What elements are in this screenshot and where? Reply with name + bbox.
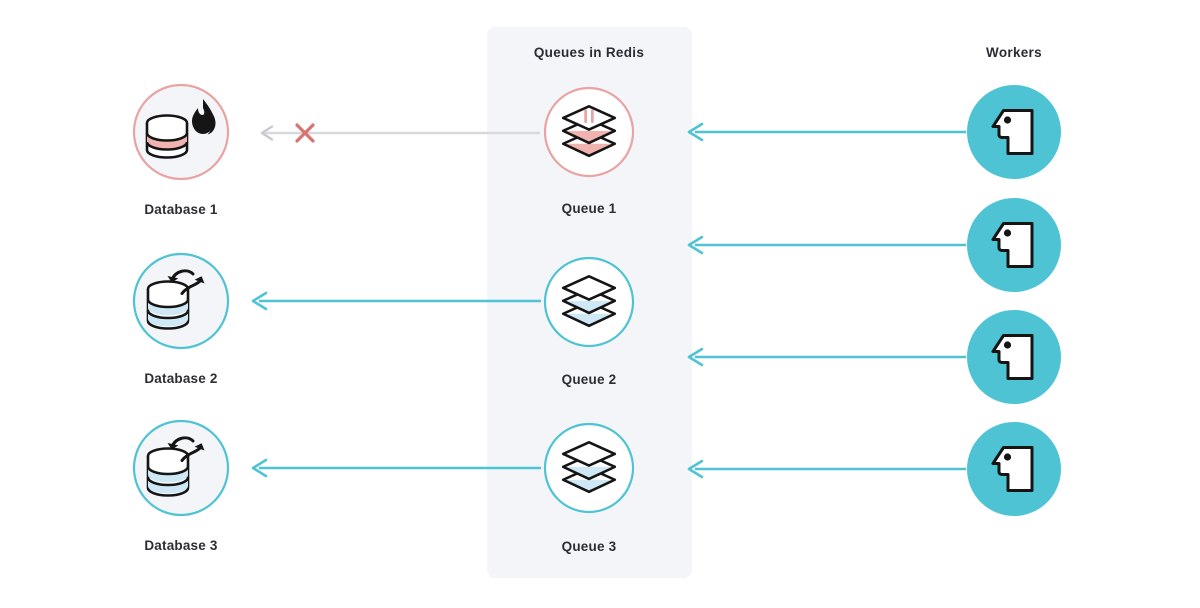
worker-3[interactable] [967,310,1061,404]
connections-layer [251,122,966,479]
queue-2[interactable] [543,256,635,348]
queue1-to-database1-broken [260,123,540,143]
workers-header-label: Workers [986,45,1042,60]
worker2-to-queue1-arrow [687,235,966,255]
worker-1[interactable] [967,85,1061,179]
database-1-label: Database 1 [144,202,218,217]
layers-icon [561,441,617,494]
x-mark-icon [295,123,315,143]
database-1[interactable] [132,83,230,181]
worker-2[interactable] [967,198,1061,292]
queue-2-label: Queue 2 [562,372,617,387]
queue-3-label: Queue 3 [562,539,617,554]
database-3[interactable] [132,419,230,517]
queue-1-label: Queue 1 [562,201,617,216]
queue2-to-database2-arrow [251,291,541,311]
queues-header-label: Queues in Redis [534,45,644,60]
database-3-label: Database 3 [144,538,218,553]
database-2[interactable] [132,252,230,350]
layers-icon [561,275,617,328]
database-2-label: Database 2 [144,371,217,386]
queue-1[interactable] [543,86,635,178]
worker4-to-queue3-arrow [687,459,966,479]
worker1-to-queue1-arrow [687,122,966,142]
queue-3[interactable] [543,422,635,514]
layers-paused-icon [561,105,617,158]
worker-4[interactable] [967,422,1061,516]
queue3-to-database3-arrow [251,458,541,478]
worker3-to-queue2-arrow [687,347,966,367]
